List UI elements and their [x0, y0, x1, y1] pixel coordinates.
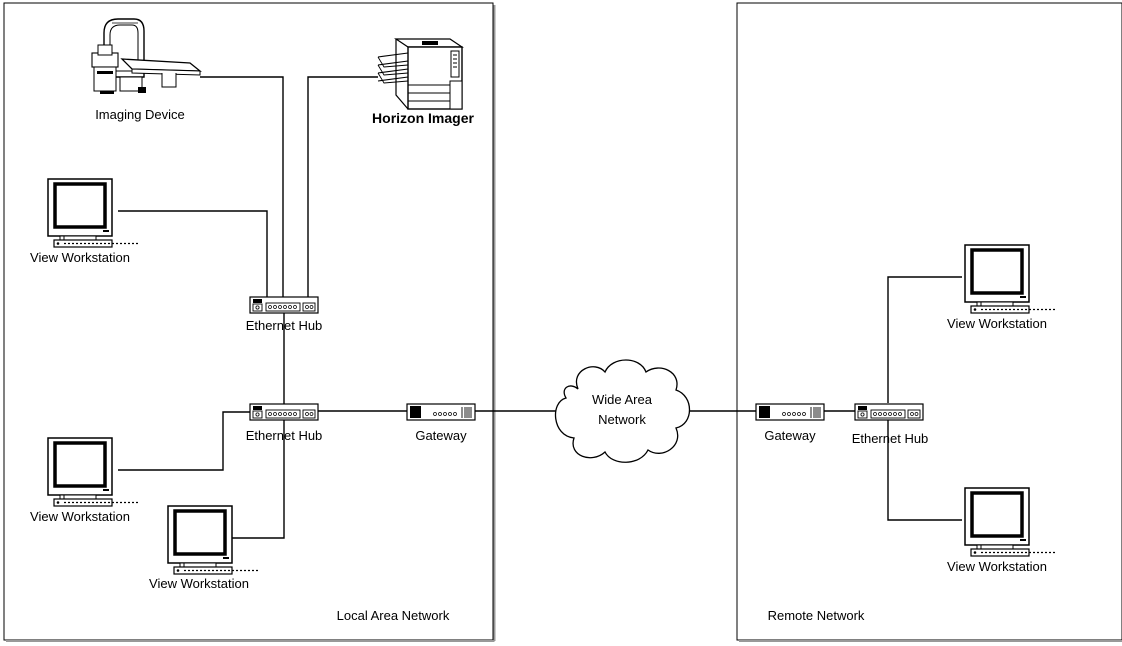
workstation-top: View Workstation	[30, 177, 140, 265]
remote-workstation-bottom: View Workstation	[947, 486, 1057, 574]
remote-network-boundary	[736, 2, 1122, 642]
cable-workstation-bottom	[232, 420, 285, 539]
workstation-label: View Workstation	[30, 250, 130, 265]
wan-cloud: Wide Area Network	[554, 359, 690, 463]
workstation-bottom: View Workstation	[149, 504, 260, 591]
ethernet-hub-top: Ethernet Hub	[246, 296, 323, 333]
hub-label: Ethernet Hub	[246, 428, 323, 443]
hub-icon	[854, 403, 924, 421]
gateway-remote: Gateway	[755, 403, 825, 443]
hub-icon	[249, 403, 319, 421]
gateway-label: Gateway	[764, 428, 816, 443]
cable-imaging-device	[200, 76, 284, 297]
hub-icon	[249, 296, 319, 314]
workstation-label: View Workstation	[947, 559, 1047, 574]
cable-remote-workstation-top	[887, 276, 962, 403]
horizon-imager: Horizon Imager	[372, 38, 475, 126]
gateway-icon	[406, 403, 476, 421]
printer-icon	[377, 38, 464, 110]
local-network-title: Local Area Network	[337, 608, 450, 623]
hub-label: Ethernet Hub	[246, 318, 323, 333]
cable-remote-workstation-bottom	[887, 419, 962, 521]
gateway-local: Gateway	[406, 403, 476, 443]
ethernet-hub-bottom: Ethernet Hub	[246, 403, 323, 443]
wan-label-line1: Wide Area	[592, 392, 653, 407]
workstation-label: View Workstation	[947, 316, 1047, 331]
workstation-label: View Workstation	[30, 509, 130, 524]
imaging-device-icon	[91, 18, 202, 94]
remote-workstation-top: View Workstation	[947, 243, 1057, 331]
workstation-mid: View Workstation	[30, 436, 140, 524]
horizon-imager-label: Horizon Imager	[372, 110, 474, 126]
ethernet-hub-remote: Ethernet Hub	[852, 403, 929, 446]
wan-label-line2: Network	[598, 412, 646, 427]
cable-workstation-top	[118, 210, 268, 297]
cable-workstation-mid	[118, 411, 251, 471]
hub-label: Ethernet Hub	[852, 431, 929, 446]
remote-network-title: Remote Network	[768, 608, 865, 623]
workstation-label: View Workstation	[149, 576, 249, 591]
network-cables	[118, 76, 962, 539]
gateway-label: Gateway	[415, 428, 467, 443]
cable-horizon-imager	[307, 76, 378, 297]
gateway-icon	[755, 403, 825, 421]
cloud-icon	[554, 359, 690, 463]
imaging-device-label: Imaging Device	[95, 107, 185, 122]
imaging-device: Imaging Device	[91, 18, 202, 122]
